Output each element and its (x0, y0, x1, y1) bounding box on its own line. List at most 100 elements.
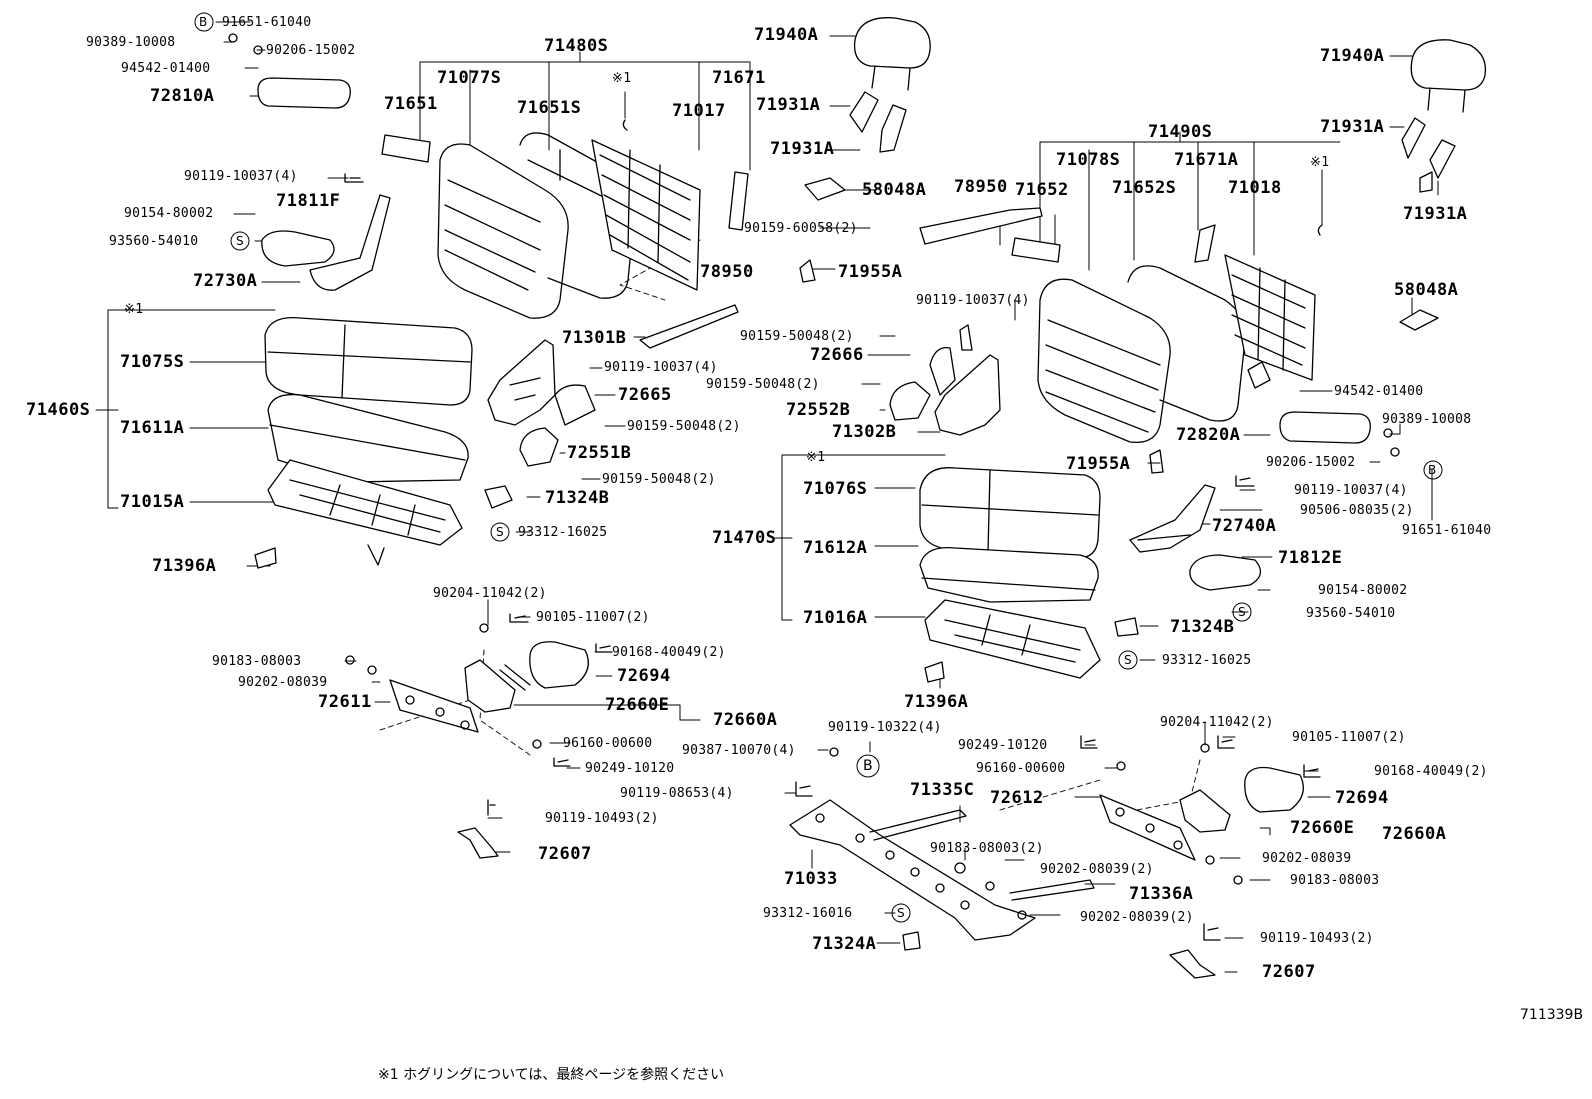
part-label: 90119-10037(4) (184, 169, 298, 184)
part-label: 71652 (1015, 180, 1069, 200)
part-label: 71017 (672, 101, 726, 121)
part-label: 71018 (1228, 178, 1282, 198)
leader-lines (95, 21, 1439, 973)
part-label: 94542-01400 (121, 61, 211, 76)
part-label: 96160-00600 (563, 736, 653, 751)
part-label: 72551B (567, 443, 632, 463)
part-label: 72660E (605, 695, 670, 715)
part-label: 93560-54010 (109, 234, 199, 249)
part-label: 90389-10008 (86, 35, 176, 50)
part-label: 71324A (812, 934, 877, 954)
right-middle-parts (889, 324, 1400, 591)
part-label: 90119-10322(4) (828, 720, 942, 735)
part-label: 71076S (803, 479, 868, 499)
headrests (804, 17, 1487, 331)
part-label: 90202-08039(2) (1040, 862, 1154, 877)
part-label: 78950 (954, 177, 1008, 197)
part-label: 93560-54010 (1306, 606, 1396, 621)
part-label: 71077S (437, 68, 502, 88)
part-label: 71302B (832, 422, 897, 442)
part-label: 72820A (1176, 425, 1241, 445)
left-seat-track (345, 613, 613, 859)
part-label: 90159-60058(2) (744, 221, 858, 236)
note-mark: ※1 (612, 71, 632, 86)
part-label: 71652S (1112, 178, 1177, 198)
left-armrest (228, 33, 391, 291)
part-label: 71470S (712, 528, 777, 548)
part-label: 90159-50048(2) (740, 329, 854, 344)
note-mark: ※1 (1310, 155, 1330, 170)
part-label: 90249-10120 (958, 738, 1048, 753)
s-symbol: S (1124, 653, 1132, 667)
part-label: 72810A (150, 86, 215, 106)
right-seat-back (919, 207, 1316, 444)
part-label: 90206-15002 (1266, 455, 1356, 470)
part-label: 90204-11042(2) (1160, 715, 1274, 730)
footnote: ※1 ホグリングについては、最終ページを参照ください (378, 1067, 725, 1083)
circled-symbols (194, 12, 1443, 923)
part-label: 71812E (1278, 548, 1343, 568)
part-label: 90154-80002 (124, 206, 214, 221)
part-label: 71955A (838, 262, 903, 282)
part-label: 72611 (318, 692, 372, 712)
part-label: 71324B (1170, 617, 1235, 637)
part-label: 71671A (1174, 150, 1239, 170)
part-label: 90202-08039 (1262, 851, 1352, 866)
part-label: 90202-08039 (238, 675, 328, 690)
part-label: 72694 (617, 666, 671, 686)
left-seat-back (381, 119, 749, 319)
part-label: 58048A (1394, 280, 1459, 300)
s-symbol: S (1238, 605, 1246, 619)
part-label: 94542-01400 (1334, 384, 1424, 399)
part-label: 71651S (517, 98, 582, 118)
s-symbol: S (236, 234, 244, 248)
s-symbol: S (496, 525, 504, 539)
part-label: 71811F (276, 191, 341, 211)
part-label: 71955A (1066, 454, 1131, 474)
part-label: 71460S (26, 400, 91, 420)
part-label: 72666 (810, 345, 864, 365)
part-label: 71324B (545, 488, 610, 508)
part-label: 90159-50048(2) (602, 472, 716, 487)
part-label: 72694 (1335, 788, 1389, 808)
center-seat-frame (789, 747, 1095, 951)
part-label: 71335C (910, 780, 975, 800)
part-label: 71078S (1056, 150, 1121, 170)
part-label: 90105-11007(2) (1292, 730, 1406, 745)
part-label: 90119-08653(4) (620, 786, 734, 801)
part-label: 71396A (904, 692, 969, 712)
part-label: 93312-16025 (518, 525, 608, 540)
part-label: 90119-10037(4) (916, 293, 1030, 308)
part-label: 71651 (384, 94, 438, 114)
part-label: 71940A (1320, 46, 1385, 66)
part-label: 90154-80002 (1318, 583, 1408, 598)
part-label: 71490S (1148, 122, 1213, 142)
part-label: 71931A (1403, 204, 1468, 224)
part-label: 71396A (152, 556, 217, 576)
part-label: 90206-15002 (266, 43, 356, 58)
note-mark: ※1 (806, 450, 826, 465)
left-seat-cushion (254, 316, 473, 569)
part-label: 91651-61040 (222, 15, 312, 30)
part-label: 72607 (538, 844, 592, 864)
b-symbol: B (863, 758, 873, 774)
left-recliner (484, 259, 816, 509)
part-label: 90183-08003(2) (930, 841, 1044, 856)
part-label: 72730A (193, 271, 258, 291)
b-symbol: B (199, 15, 208, 29)
part-label: 90159-50048(2) (627, 419, 741, 434)
part-label: 72660A (1382, 824, 1447, 844)
part-label: 93312-16025 (1162, 653, 1252, 668)
part-label: 90119-10493(2) (545, 811, 659, 826)
part-label: 71016A (803, 608, 868, 628)
part-label: 71033 (784, 869, 838, 889)
part-label: 71671 (712, 68, 766, 88)
part-label: 71075S (120, 352, 185, 372)
part-label: 90119-10037(4) (1294, 483, 1408, 498)
part-label: 90119-10037(4) (604, 360, 718, 375)
part-label: 90204-11042(2) (433, 586, 547, 601)
part-label: 72552B (786, 400, 851, 420)
part-label: 71611A (120, 418, 185, 438)
part-label: 90389-10008 (1382, 412, 1472, 427)
